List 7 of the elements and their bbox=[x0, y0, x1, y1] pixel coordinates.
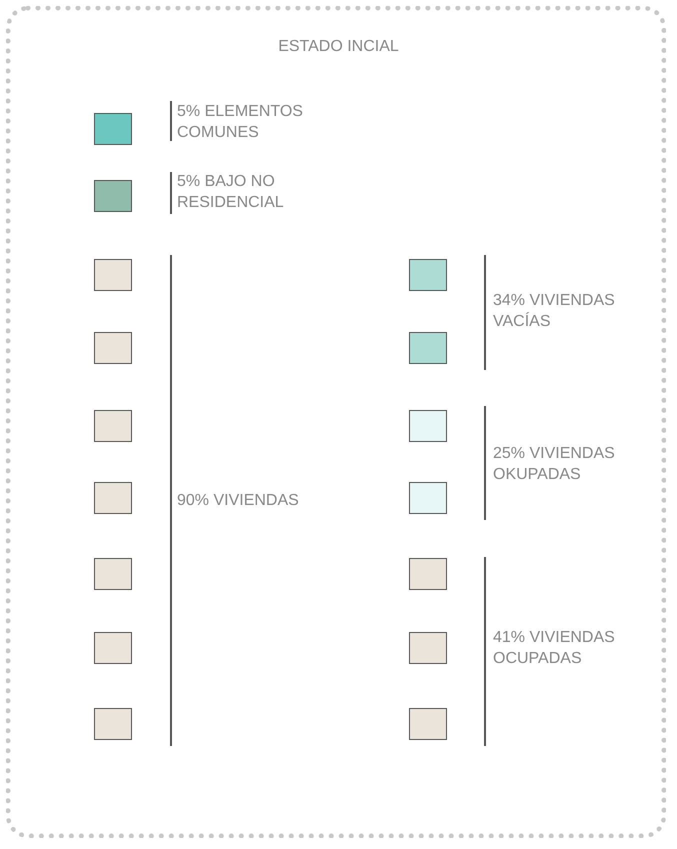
legend-label: 25% VIVIENDAS OKUPADAS bbox=[493, 444, 616, 485]
legend-label: 90% VIVIENDAS bbox=[177, 491, 300, 511]
legend-label: 41% VIVIENDAS OCUPADAS bbox=[493, 628, 616, 669]
legend-label: 5% ELEMENTOS COMUNES bbox=[177, 102, 304, 143]
title: ESTADO INCIAL bbox=[277, 38, 400, 56]
legend-label: 34% VIVIENDAS VACÍAS bbox=[493, 291, 616, 332]
legend-label: 5% BAJO NO RESIDENCIAL bbox=[177, 172, 285, 213]
